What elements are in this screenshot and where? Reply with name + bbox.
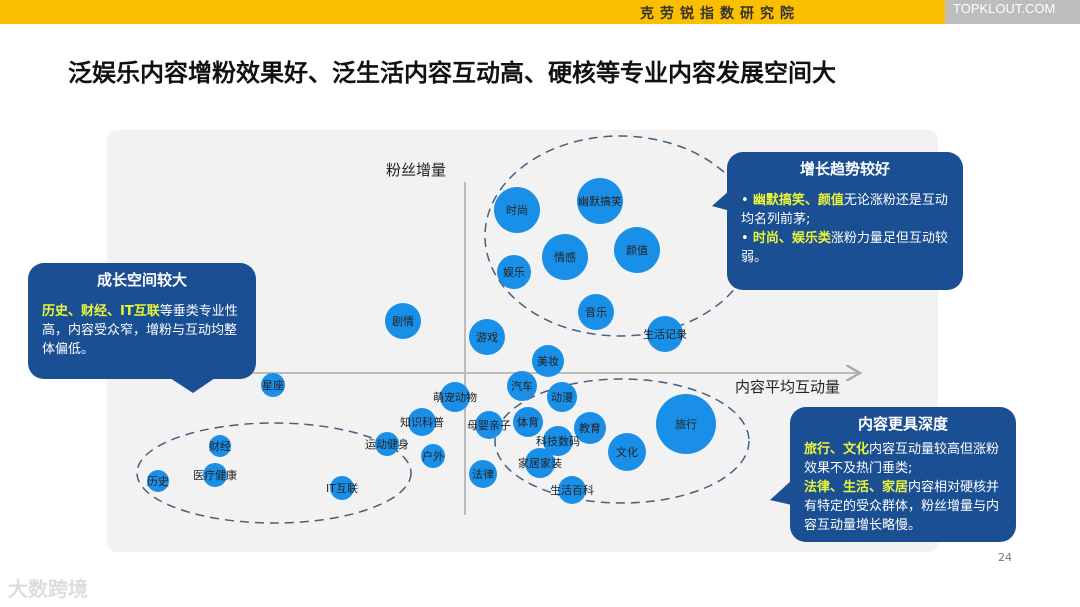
bubble-2 <box>542 234 588 280</box>
bubble-label: 文化 <box>616 445 638 459</box>
bubble-label: 历史 <box>147 475 169 488</box>
bubble-11 <box>547 382 577 412</box>
bubble-label: 美妆 <box>537 355 559 368</box>
bubble-label: 幽默搞笑 <box>578 194 622 208</box>
bubble-15 <box>513 407 543 437</box>
bubble-label: 颜值 <box>626 244 648 257</box>
bubble-label: 母婴亲子 <box>467 418 511 432</box>
bubble-24 <box>558 476 586 504</box>
page-title: 泛娱乐内容增粉效果好、泛生活内容互动高、硬核等专业内容发展空间大 <box>68 59 836 87</box>
bubble-27 <box>203 463 227 487</box>
bubble-1 <box>577 178 623 224</box>
cluster-depth <box>494 378 750 504</box>
text: 涨粉力量足但互动较弱。 <box>741 231 948 265</box>
bubble-label: 家居家装 <box>518 456 562 470</box>
bubble-25 <box>261 373 285 397</box>
text: 内容相对硬核并有特定的受众群体，粉丝增量与内容互动量增长略慢。 <box>804 480 1000 533</box>
callout-tail-depth <box>770 480 792 505</box>
text: 等垂类专业性高，内容受众窄，增粉与互动均整体偏低。 <box>42 304 238 357</box>
bubble-label: 汽车 <box>511 379 533 393</box>
bubble-3 <box>614 227 660 273</box>
bubble-18 <box>543 426 573 456</box>
bubble-label: 时尚 <box>506 203 528 217</box>
top-bar: 克劳锐指数研究院 TOPKLOUT.COM <box>0 0 1080 24</box>
bubble-label: 户外 <box>422 449 444 463</box>
bubble-label: 法律 <box>472 467 494 481</box>
bubble-9 <box>532 345 564 377</box>
bullet: • 幽默搞笑、颜值无论涨粉还是互动均名列前茅; <box>741 193 948 227</box>
bubble-label: 动漫 <box>551 390 573 404</box>
bubble-label: 情感 <box>554 251 576 264</box>
bubble-label: 科技数码 <box>536 434 580 448</box>
bubble-16 <box>574 412 606 444</box>
callout-title: 增长趋势较好 <box>799 160 890 178</box>
footer-logo: 大数跨境 <box>8 577 88 601</box>
bubble-28 <box>147 470 169 492</box>
bubble-label: 星座 <box>262 378 284 392</box>
bubble-17 <box>656 394 716 454</box>
bubble-label: 音乐 <box>585 305 607 319</box>
bubble-20 <box>375 432 399 456</box>
institute-name: 克劳锐指数研究院 <box>640 6 800 22</box>
highlight: 旅行、文化 <box>804 442 870 457</box>
bubble-21 <box>421 444 445 468</box>
bubble-label: 娱乐 <box>503 265 525 279</box>
bullet: • 时尚、娱乐类涨粉力量足但互动较弱。 <box>741 231 948 265</box>
bubble-label: 旅行 <box>675 417 697 431</box>
brand-logo: TOPKLOUT.COM <box>945 0 1080 24</box>
bubble-label: IT互联 <box>326 482 358 495</box>
bubble-label: 财经 <box>209 439 231 453</box>
bubble-label: 知识科普 <box>400 415 444 429</box>
bubble-26 <box>209 435 231 457</box>
y-axis-label: 粉丝增量 <box>386 161 446 179</box>
callout-space: 成长空间较大 历史、财经、IT互联等垂类专业性高，内容受众窄，增粉与互动均整体偏… <box>28 263 256 379</box>
bubble-8 <box>469 319 505 355</box>
bubble-5 <box>578 294 614 330</box>
x-axis-label: 内容平均互动量 <box>735 378 840 396</box>
bubble-10 <box>507 371 537 401</box>
bubble-label: 生活百科 <box>550 483 594 497</box>
callout-growth: 增长趋势较好 • 幽默搞笑、颜值无论涨粉还是互动均名列前茅; • 时尚、娱乐类涨… <box>727 152 963 290</box>
bubble-label: 运动健身 <box>365 437 409 451</box>
page-number: 24 <box>998 551 1012 564</box>
bubble-0 <box>494 187 540 233</box>
highlight: 幽默搞笑、颜值 <box>752 193 844 208</box>
bubble-29 <box>330 476 354 500</box>
callout-title: 内容更具深度 <box>857 415 948 433</box>
bubble-label: 教育 <box>579 421 601 435</box>
highlight: 法律、生活、家居 <box>804 480 909 495</box>
bubble-label: 萌宠动物 <box>433 390 477 404</box>
callout-depth: 内容更具深度 旅行、文化内容互动量较高但涨粉效果不及热门垂类; 法律、生活、家居… <box>790 407 1016 542</box>
text: 内容互动量较高但涨粉效果不及热门垂类; <box>804 442 1000 476</box>
bubble-22 <box>525 448 555 478</box>
bubble-7 <box>385 303 421 339</box>
bubble-6 <box>647 316 683 352</box>
cluster-space <box>136 422 412 524</box>
bubble-13 <box>408 408 436 436</box>
bubble-12 <box>440 382 470 412</box>
callout-title: 成长空间较大 <box>96 271 187 289</box>
bubble-label: 体育 <box>517 415 539 429</box>
bubble-19 <box>608 433 646 471</box>
bubble-14 <box>475 411 503 439</box>
bubble-label: 剧情 <box>392 315 414 328</box>
bubble-4 <box>497 255 531 289</box>
bubble-23 <box>469 460 497 488</box>
callout-tail-space <box>170 378 215 393</box>
bubble-label: 医疗健康 <box>193 468 237 482</box>
bubble-label: 生活记录 <box>643 327 687 341</box>
bubble-label: 游戏 <box>476 331 498 344</box>
highlight: 历史、财经、IT互联 <box>42 304 160 319</box>
highlight: 时尚、娱乐类 <box>752 231 831 246</box>
text: 无论涨粉还是互动均名列前茅; <box>741 193 948 227</box>
